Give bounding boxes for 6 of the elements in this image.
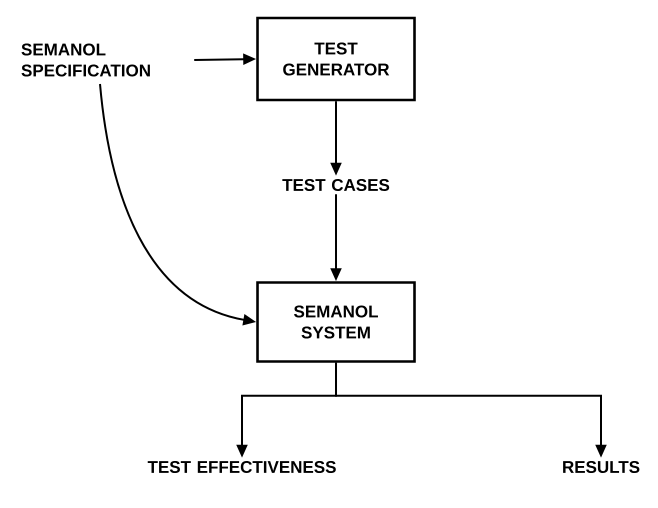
text-label: RESULTS bbox=[563, 460, 640, 474]
process-box: SEMANOL SYSTEM bbox=[256, 281, 416, 363]
text-label: SEMANOL SPECIFICATION bbox=[22, 43, 150, 77]
process-box: TEST GENERATOR bbox=[256, 16, 416, 102]
text-label: TEST CASES bbox=[282, 178, 390, 192]
text-label: TEST EFFECTIVENESS bbox=[148, 460, 336, 474]
